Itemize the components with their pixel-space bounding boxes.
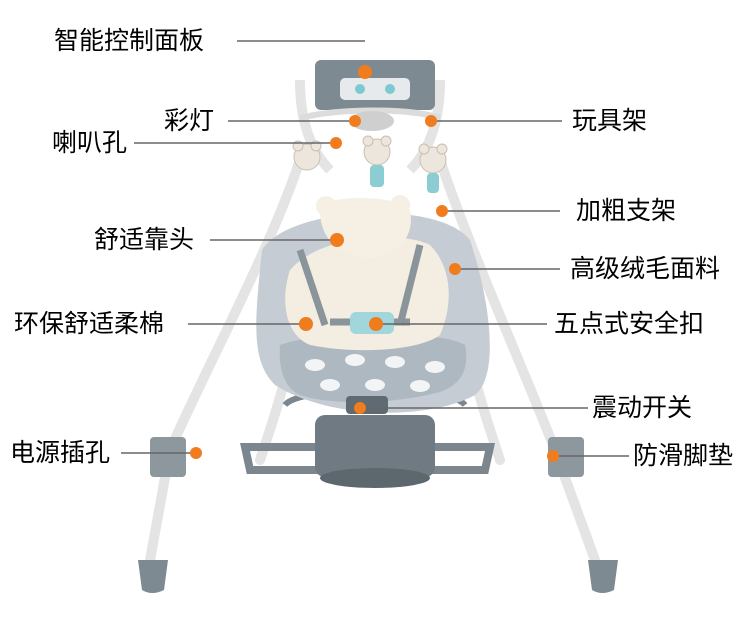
swing-base (240, 387, 495, 488)
label-cotton-cushion: 环保舒适柔棉 (14, 309, 165, 338)
callout-dots (190, 65, 559, 462)
label-thick-frame: 加粗支架 (576, 196, 677, 225)
upright-arm (295, 79, 445, 174)
label-plush-fabric: 高级绒毛面料 (570, 254, 721, 283)
label-headrest: 舒适靠头 (94, 225, 195, 254)
label-anti-slip-feet: 防滑脚垫 (633, 441, 734, 470)
label-vibration-switch: 震动开关 (592, 393, 693, 422)
label-speaker-hole: 喇叭孔 (52, 128, 128, 157)
cushion (285, 195, 449, 351)
label-control-panel: 智能控制面板 (54, 26, 205, 55)
label-lights: 彩灯 (164, 106, 215, 135)
label-harness: 五点式安全扣 (554, 309, 705, 338)
label-toy-bar: 玩具架 (572, 106, 648, 135)
toy-bar (299, 107, 441, 131)
anti-slip-feet (138, 437, 618, 593)
leader-lines (121, 40, 629, 457)
label-power-jack: 电源插孔 (10, 438, 111, 467)
bear-toy-icon (292, 135, 448, 193)
control-panel (315, 60, 435, 110)
